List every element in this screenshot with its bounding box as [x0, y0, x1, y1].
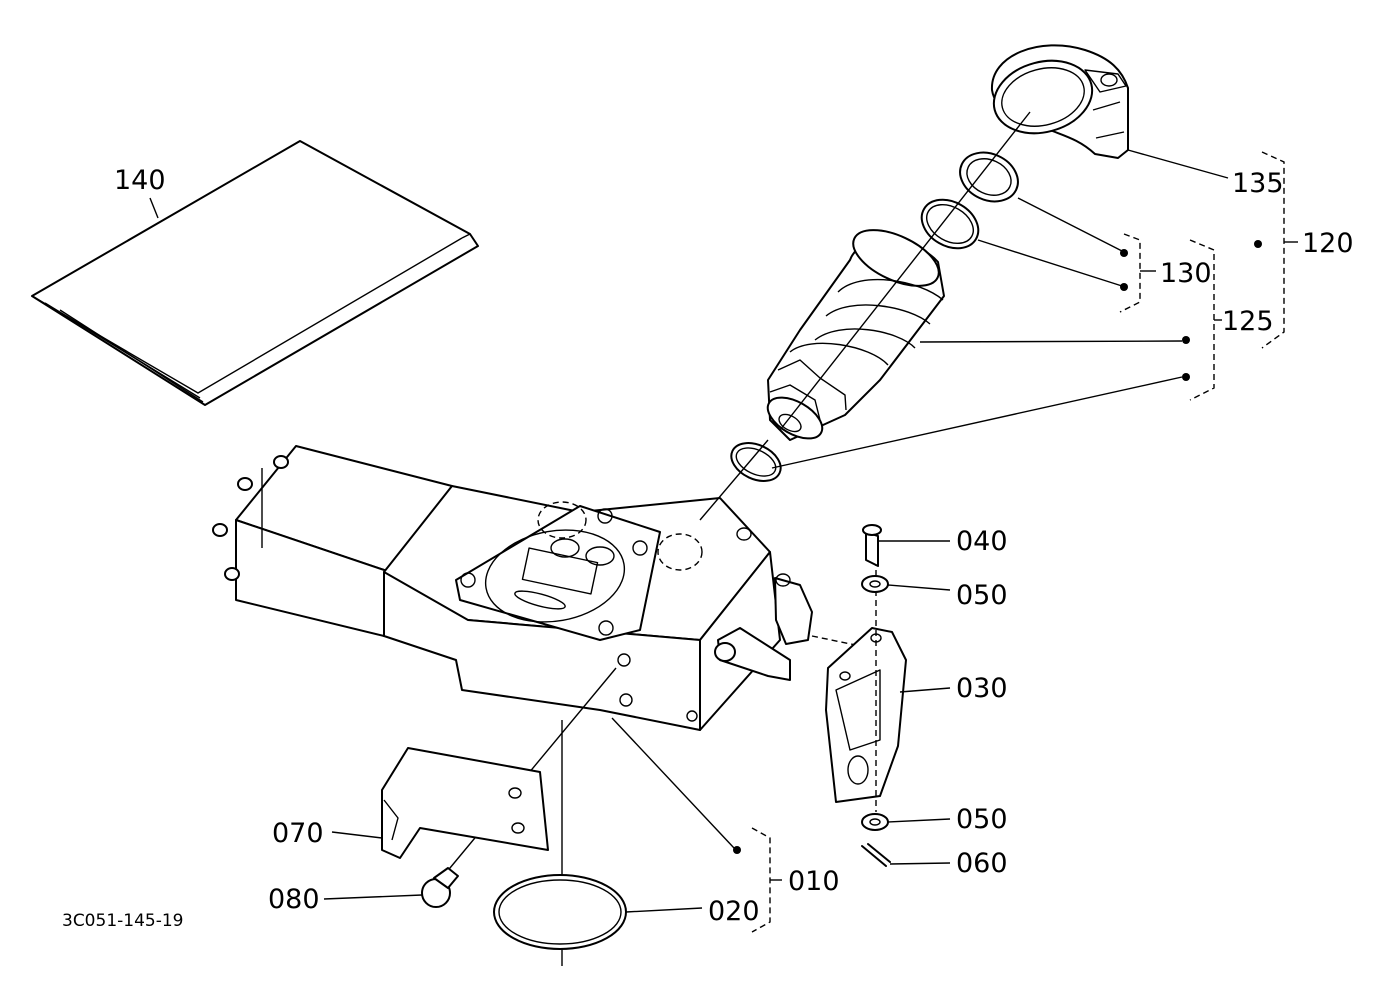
o-ring-upper — [920, 198, 980, 250]
valve-body-part — [212, 445, 813, 731]
label-120: 120 — [1302, 228, 1354, 259]
bolt-part — [421, 867, 459, 908]
seal-ring-part — [959, 151, 1019, 203]
large-o-ring-part — [493, 874, 627, 950]
group-brackets — [751, 151, 1298, 933]
l-bracket-part — [381, 747, 549, 859]
label-080: 080 — [268, 884, 320, 915]
label-060: 060 — [956, 848, 1008, 879]
label-040: 040 — [956, 526, 1008, 557]
label-050-upper: 050 — [956, 580, 1008, 611]
pin-part — [862, 524, 882, 567]
clamp-part — [990, 44, 1129, 159]
label-140: 140 — [114, 165, 166, 196]
label-030: 030 — [956, 673, 1008, 704]
label-010: 010 — [788, 866, 840, 897]
drawing-number: 3C051-145-19 — [62, 911, 183, 931]
leader-lines — [149, 149, 1229, 913]
label-130: 130 — [1160, 258, 1212, 289]
label-020: 020 — [708, 896, 760, 927]
label-070: 070 — [272, 818, 324, 849]
washer-part-upper — [861, 575, 889, 593]
assembly-axis-line — [699, 439, 769, 521]
cotter-pin-part — [861, 843, 891, 867]
label-125: 125 — [1222, 306, 1274, 337]
label-050-lower: 050 — [956, 804, 1008, 835]
manual-sheet — [31, 140, 479, 406]
washer-part-lower — [861, 813, 889, 831]
reference-dots — [733, 240, 1262, 854]
label-135: 135 — [1232, 168, 1284, 199]
assembly-axis-line — [779, 111, 1031, 431]
